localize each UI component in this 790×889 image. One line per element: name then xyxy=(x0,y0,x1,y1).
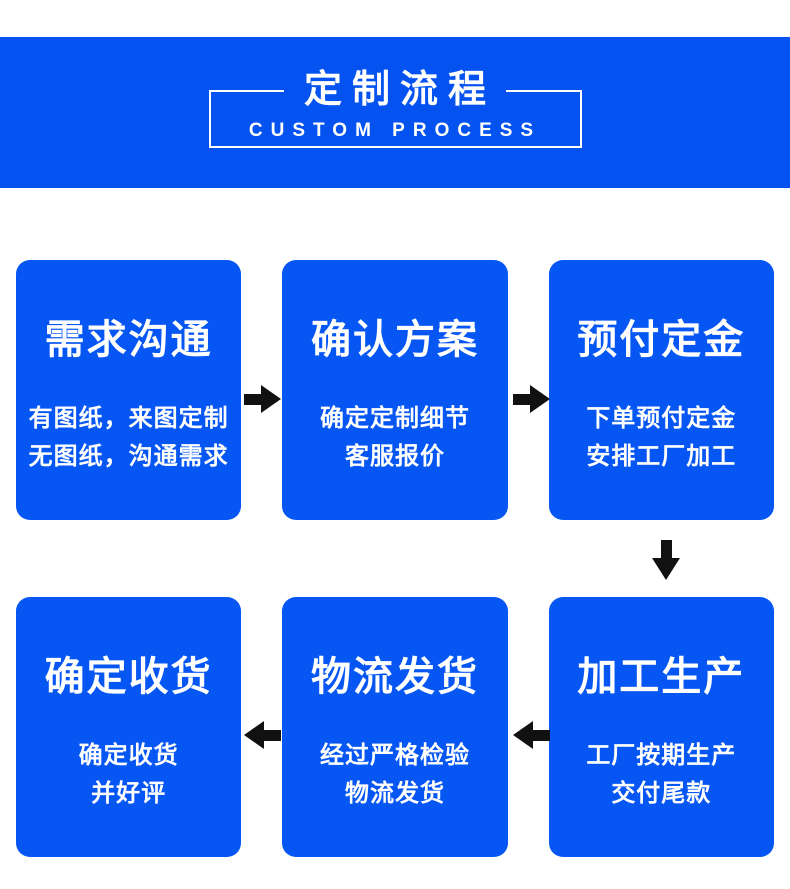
step-title: 确定收货 xyxy=(44,655,213,699)
step-description-line: 物流发货 xyxy=(344,780,445,807)
step-description-line: 有图纸，来图定制 xyxy=(28,405,229,432)
step-title: 需求沟通 xyxy=(44,318,213,362)
flow-card-step4: 加工生产 工厂按期生产 交付尾款 xyxy=(548,597,774,857)
step-description: 经过严格检验 物流发货 xyxy=(282,737,507,813)
step-description-line: 无图纸，沟通需求 xyxy=(28,443,229,470)
step-description-line: 安排工厂加工 xyxy=(586,443,737,470)
arrow-tail xyxy=(533,729,550,741)
arrow-head xyxy=(261,385,281,413)
step-description-line: 工厂按期生产 xyxy=(586,742,737,769)
arrow-head xyxy=(652,558,680,580)
arrow-left-icon xyxy=(513,721,550,749)
step-description-line: 客服报价 xyxy=(344,443,445,470)
process-subtitle: CUSTOM PROCESS xyxy=(248,120,542,141)
process-title: 定制流程 xyxy=(283,67,507,113)
step-description-line: 确定定制细节 xyxy=(319,405,470,432)
process-header-box: 定制流程 CUSTOM PROCESS xyxy=(208,67,582,148)
arrow-right-icon xyxy=(244,385,281,413)
arrow-left-icon xyxy=(244,721,281,749)
step-description-line: 并好评 xyxy=(91,780,167,807)
process-banner: 定制流程 CUSTOM PROCESS xyxy=(0,37,790,188)
step-description: 有图纸，来图定制 无图纸，沟通需求 xyxy=(16,400,241,476)
arrow-tail xyxy=(513,393,530,405)
flow-card-step5: 物流发货 经过严格检验 物流发货 xyxy=(282,597,508,857)
step-description-line: 下单预付定金 xyxy=(586,405,737,432)
flow-card-step1: 需求沟通 有图纸，来图定制 无图纸，沟通需求 xyxy=(16,260,242,520)
step-description-line: 确定收货 xyxy=(78,742,179,769)
step-description: 确定收货 并好评 xyxy=(16,737,241,813)
arrow-tail xyxy=(244,393,261,405)
arrow-head xyxy=(513,721,533,749)
step-title: 加工生产 xyxy=(577,655,746,699)
step-description-line: 经过严格检验 xyxy=(319,742,470,769)
process-flow-grid: 需求沟通 有图纸，来图定制 无图纸，沟通需求 确认方案 确定定制细节 客服报价 … xyxy=(16,260,774,857)
step-description: 下单预付定金 安排工厂加工 xyxy=(549,400,774,476)
arrow-head xyxy=(530,385,550,413)
step-title: 预付定金 xyxy=(577,318,746,362)
step-title: 物流发货 xyxy=(310,655,479,699)
arrow-tail xyxy=(660,540,672,558)
arrow-tail xyxy=(264,729,281,741)
flow-card-step3: 预付定金 下单预付定金 安排工厂加工 xyxy=(548,260,774,520)
flow-card-step6: 确定收货 确定收货 并好评 xyxy=(16,597,242,857)
arrow-down-icon xyxy=(652,540,680,580)
step-description: 确定定制细节 客服报价 xyxy=(282,400,507,476)
arrow-right-icon xyxy=(513,385,550,413)
step-title: 确认方案 xyxy=(310,318,479,362)
step-description: 工厂按期生产 交付尾款 xyxy=(549,737,774,813)
flow-card-step2: 确认方案 确定定制细节 客服报价 xyxy=(282,260,508,520)
arrow-head xyxy=(244,721,264,749)
step-description-line: 交付尾款 xyxy=(611,780,712,807)
